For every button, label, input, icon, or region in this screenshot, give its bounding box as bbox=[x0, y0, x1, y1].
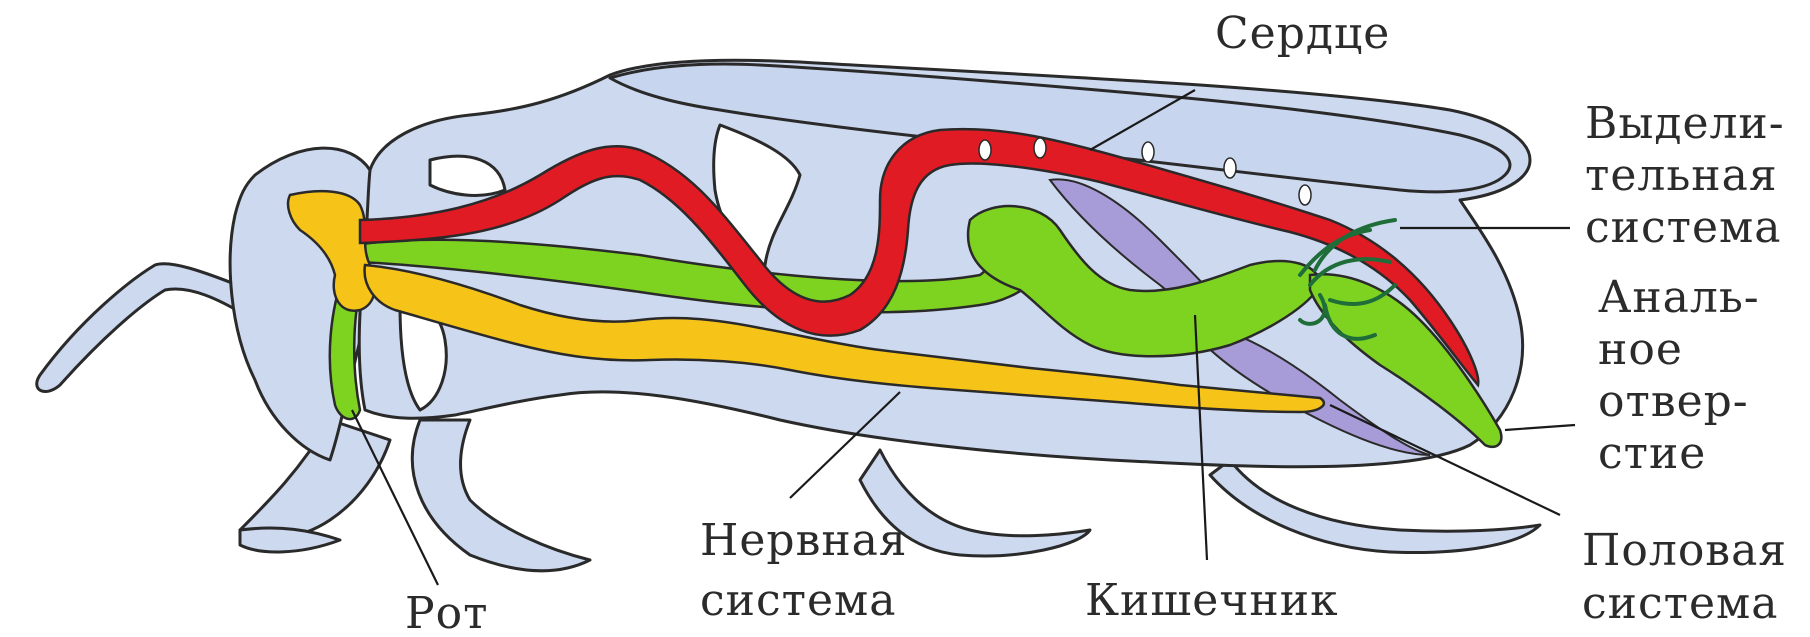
label-gut: Кишечник bbox=[1085, 575, 1339, 626]
ostium-4 bbox=[1224, 158, 1236, 178]
label-anal-line-2: ное bbox=[1598, 324, 1683, 375]
label-anal-line-1: Аналь- bbox=[1598, 272, 1760, 323]
label-reproductive-line-2: система bbox=[1582, 578, 1778, 629]
label-excretory-line-3: система bbox=[1585, 202, 1781, 253]
hind-leg bbox=[1210, 460, 1540, 553]
label-anal-line-4: стие bbox=[1598, 428, 1706, 479]
antenna bbox=[37, 264, 250, 392]
front-leg-2 bbox=[412, 420, 590, 571]
label-heart: Сердце bbox=[1215, 8, 1390, 59]
label-mouth: Рот bbox=[405, 588, 488, 637]
ostium-3 bbox=[1142, 142, 1154, 162]
ostium-1 bbox=[979, 140, 991, 160]
label-nerve-line-1: Нервная bbox=[700, 515, 908, 566]
ostium-2 bbox=[1034, 138, 1046, 158]
front-leg-tarsus bbox=[240, 528, 340, 552]
ostium-5 bbox=[1299, 185, 1311, 205]
leader-anal bbox=[1505, 425, 1575, 430]
label-reproductive-line-1: Половая bbox=[1582, 525, 1787, 576]
label-nerve-line-2: система bbox=[700, 575, 896, 626]
label-excretory-line-1: Выдели- bbox=[1585, 98, 1785, 149]
label-excretory-line-2: тельная bbox=[1585, 150, 1778, 201]
label-anal-line-3: отвер- bbox=[1598, 376, 1749, 427]
